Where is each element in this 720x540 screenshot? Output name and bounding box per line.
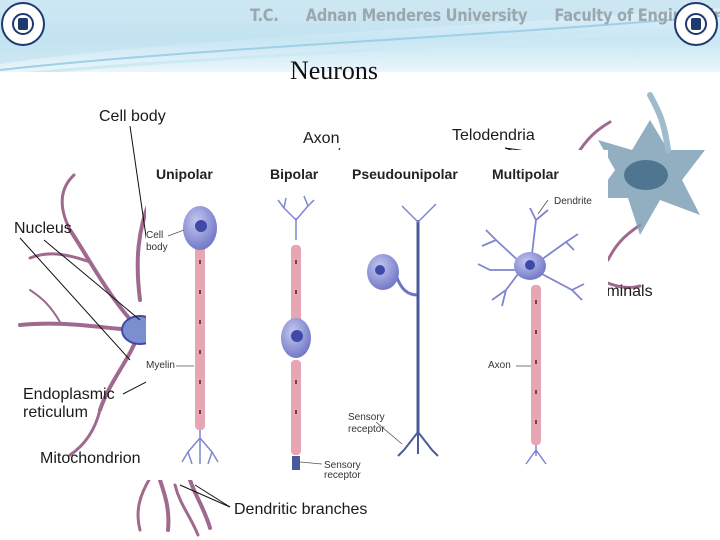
inset-label-sensory-a: Sensory: [348, 412, 385, 423]
type-bipolar: Bipolar: [270, 166, 319, 182]
inset-label-receptor-a: receptor: [348, 424, 385, 435]
label-endoplasmic: Endoplasmic: [23, 386, 115, 403]
unipolar-neuron: [181, 206, 219, 465]
inset-label-sensory-b: Sensory: [324, 460, 361, 471]
label-nucleus: Nucleus: [14, 220, 72, 237]
label-axon: Axon: [303, 130, 340, 147]
type-unipolar: Unipolar: [156, 166, 213, 182]
inset-label-dendrite: Dendrite: [554, 196, 592, 207]
header-swoosh: [0, 0, 720, 72]
slide-title: Neurons: [289, 56, 379, 85]
header-item: Adnan Menderes University: [305, 6, 528, 26]
label-terminals: rminals: [601, 283, 653, 300]
multipolar-neuron: [477, 207, 585, 465]
university-seal-left-icon: [1, 2, 45, 46]
label-reticulum: reticulum: [23, 404, 88, 421]
header-banner: T.C. Adnan Menderes University Faculty o…: [0, 0, 720, 72]
label-cell-body: Cell body: [99, 108, 166, 125]
bipolar-neuron: [277, 195, 315, 470]
pseudounipolar-neuron: [367, 203, 439, 457]
inset-label-body: body: [146, 242, 168, 253]
inset-label-receptor-b: receptor: [324, 470, 361, 481]
header-item: T.C.: [250, 6, 279, 26]
inset-label-cell: Cell: [146, 230, 164, 241]
label-mitochondrion: Mitochondrion: [40, 450, 141, 467]
label-dendritic-branches: Dendritic branches: [234, 501, 368, 518]
star-cell: [595, 92, 705, 235]
inset-label-axon: Axon: [488, 360, 511, 371]
label-telodendria: Telodendria: [452, 127, 535, 144]
neuron-types-drawing: [167, 195, 585, 470]
university-seal-right-icon: [674, 2, 718, 46]
type-pseudounipolar: Pseudounipolar: [352, 166, 458, 182]
inset-label-myelin: Myelin: [146, 360, 175, 371]
type-multipolar: Multipolar: [492, 166, 559, 182]
neuron-types-inset: Unipolar Bipolar Pseudounipolar Multipol…: [146, 150, 608, 481]
